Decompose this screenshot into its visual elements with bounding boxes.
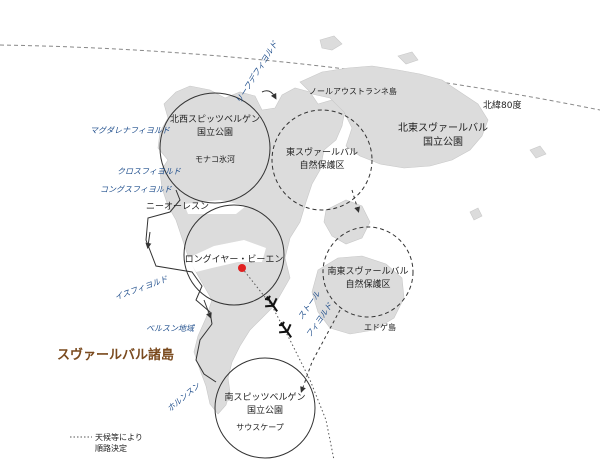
route-storfjord-segment (300, 309, 341, 393)
islet-east-2 (529, 145, 547, 159)
edgeoya-label: エドゲ島 (364, 322, 396, 332)
east-reserve-label-2: 自然保護区 (299, 159, 344, 171)
port-marker-icon[interactable] (238, 264, 246, 272)
se-reserve-label-2: 自然保護区 (345, 278, 390, 290)
south-cape-label: サウスケープ (236, 423, 284, 432)
nordaustlandet-label: ノールアウストランネ島 (309, 86, 397, 96)
port-area-circle (183, 204, 285, 306)
edgeoya-island (311, 255, 405, 335)
ny-alesund-label: ニーオーレスン (146, 201, 209, 212)
se-reserve-label-1: 南東スヴァールバル (327, 265, 408, 277)
se-reserve-circle (322, 226, 414, 318)
port-label: ロングイヤー・ビーエン (185, 253, 284, 265)
bellsund-label: ベルスン地域 (146, 324, 195, 333)
nw-park-label-2: 国立公園 (197, 126, 233, 138)
nordaustlandet-island (299, 65, 489, 169)
nw-park-circle (159, 92, 271, 204)
ne-park-label-2: 国立公園 (423, 135, 463, 148)
east-reserve-label-1: 東スヴァールバル (286, 146, 358, 158)
airplane-icon (278, 321, 292, 338)
route-arrow-west (145, 231, 152, 249)
isfjorden-water (188, 240, 266, 272)
route-west-segment (145, 189, 213, 325)
route-arrow-isfjord (203, 299, 212, 319)
liefde-fjord-label: リーフデフィヨルド (234, 39, 280, 105)
cross-fjord-label: クロスフィヨルド (117, 167, 182, 176)
kongs-fjord-label: コングスフィヨルド (100, 185, 173, 194)
islet-north-2 (397, 51, 419, 65)
legend-line-1: 天候等により (95, 432, 143, 442)
nw-park-label-1: 北西スピッツベルゲン (170, 113, 260, 125)
ne-park-label-1: 北東スヴァールバル (398, 121, 488, 134)
legend-line-2: 順路決定 (95, 443, 127, 453)
south-park-label-1: 南スピッツベルゲン (224, 391, 305, 403)
magdalena-fjord-label: マグダレナフィヨルド (90, 126, 171, 135)
monaco-glacier-label: モナコ氷河 (195, 154, 235, 164)
east-reserve-circle (271, 109, 373, 211)
isfjord-label: イスフィヨルド (114, 274, 170, 302)
south-park-circle (214, 357, 316, 459)
parallel-80-line (0, 44, 600, 111)
route-bellsund-segment (195, 323, 217, 383)
hornsund-label: ホルンスン (166, 380, 203, 413)
kongsfjorden-water (184, 200, 246, 214)
parallel-label: 北緯80度 (483, 99, 521, 111)
islet-east (469, 207, 483, 221)
airplane-icon (264, 295, 278, 312)
islet-north (319, 35, 343, 51)
barentsoya-island (323, 199, 371, 245)
route-north-segment (261, 90, 277, 100)
south-park-label-2: 国立公園 (247, 404, 283, 416)
map-title: スヴァールバル諸島 (57, 347, 174, 363)
